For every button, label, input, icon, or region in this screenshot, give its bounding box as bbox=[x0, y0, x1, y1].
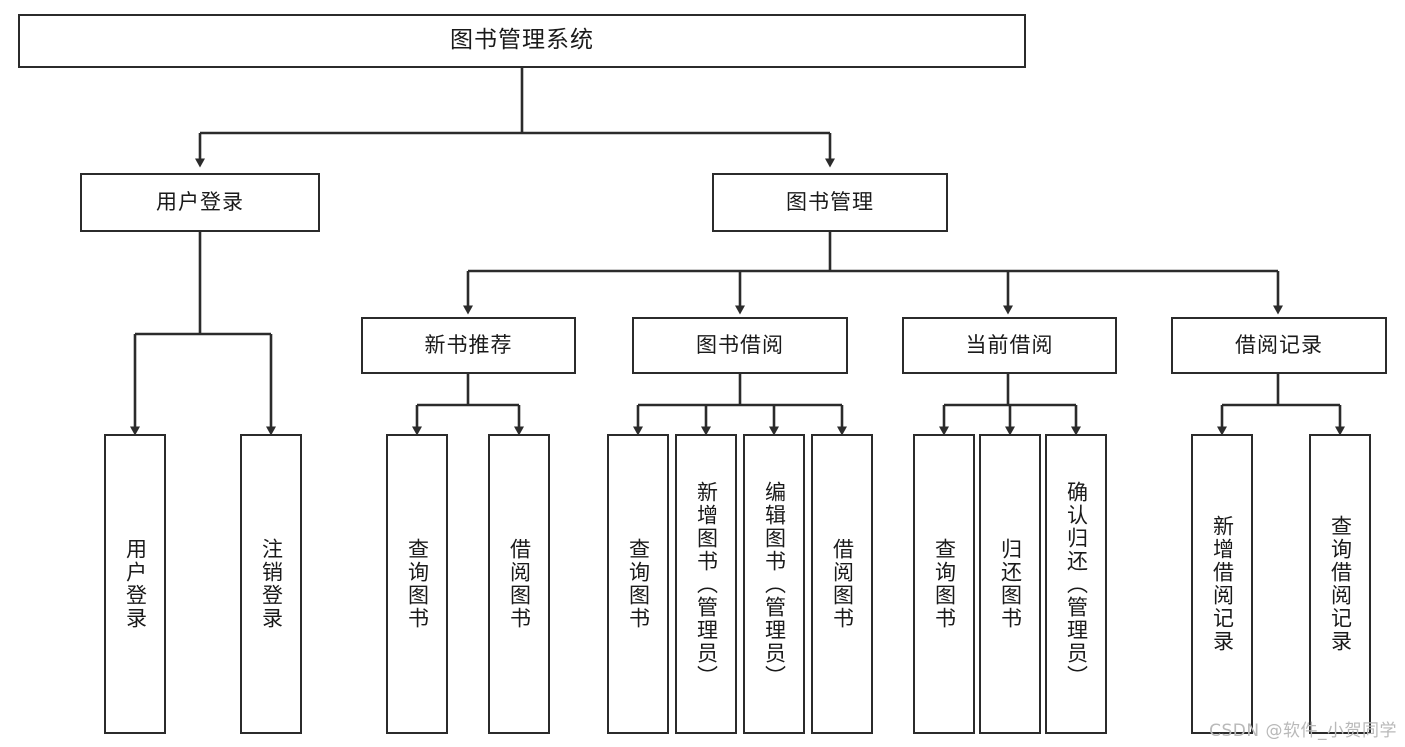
node-leaf-return-book-label: 归还图书 bbox=[998, 538, 1023, 630]
node-leaf-query-book-1-label: 查询图书 bbox=[405, 538, 430, 630]
node-leaf-query-book-1[interactable]: 查询图书 bbox=[386, 434, 448, 734]
node-leaf-borrow-book-1-label: 借阅图书 bbox=[507, 538, 532, 630]
node-leaf-borrow-book-1[interactable]: 借阅图书 bbox=[488, 434, 550, 734]
node-root-label: 图书管理系统 bbox=[450, 27, 594, 54]
node-leaf-user-login[interactable]: 用户登录 bbox=[104, 434, 166, 734]
node-book-manage[interactable]: 图书管理 bbox=[712, 173, 948, 232]
node-leaf-query-borrow-record[interactable]: 查询借阅记录 bbox=[1309, 434, 1371, 734]
node-book-borrow-label: 图书借阅 bbox=[696, 332, 784, 357]
node-current-borrow-label: 当前借阅 bbox=[965, 332, 1054, 357]
node-book-manage-label: 图书管理 bbox=[786, 189, 874, 214]
node-leaf-query-book-3[interactable]: 查询图书 bbox=[913, 434, 975, 734]
node-leaf-logout-login-label: 注销登录 bbox=[259, 538, 284, 630]
node-leaf-add-borrow-record[interactable]: 新增借阅记录 bbox=[1191, 434, 1253, 734]
node-leaf-add-book-label: 新增图书（管理员） bbox=[694, 480, 719, 688]
node-user-login[interactable]: 用户登录 bbox=[80, 173, 320, 232]
node-user-login-label: 用户登录 bbox=[156, 189, 244, 214]
node-current-borrow[interactable]: 当前借阅 bbox=[902, 317, 1117, 374]
node-leaf-add-book[interactable]: 新增图书（管理员） bbox=[675, 434, 737, 734]
node-leaf-logout-login[interactable]: 注销登录 bbox=[240, 434, 302, 734]
node-leaf-borrow-book-2-label: 借阅图书 bbox=[830, 538, 855, 630]
node-book-borrow[interactable]: 图书借阅 bbox=[632, 317, 848, 374]
node-root[interactable]: 图书管理系统 bbox=[18, 14, 1026, 68]
node-leaf-query-book-3-label: 查询图书 bbox=[932, 538, 957, 630]
node-leaf-edit-book-label: 编辑图书（管理员） bbox=[762, 480, 787, 688]
node-leaf-query-book-2[interactable]: 查询图书 bbox=[607, 434, 669, 734]
node-leaf-user-login-label: 用户登录 bbox=[123, 538, 148, 630]
node-borrow-record[interactable]: 借阅记录 bbox=[1171, 317, 1387, 374]
node-new-book-recommend[interactable]: 新书推荐 bbox=[361, 317, 576, 374]
node-leaf-add-borrow-record-label: 新增借阅记录 bbox=[1210, 515, 1235, 653]
node-leaf-query-book-2-label: 查询图书 bbox=[626, 538, 651, 630]
node-leaf-borrow-book-2[interactable]: 借阅图书 bbox=[811, 434, 873, 734]
node-borrow-record-label: 借阅记录 bbox=[1235, 332, 1323, 357]
node-new-book-recommend-label: 新书推荐 bbox=[424, 332, 513, 357]
node-leaf-return-book[interactable]: 归还图书 bbox=[979, 434, 1041, 734]
node-leaf-query-borrow-record-label: 查询借阅记录 bbox=[1328, 515, 1353, 653]
node-leaf-confirm-return[interactable]: 确认归还（管理员） bbox=[1045, 434, 1107, 734]
csdn-watermark: CSDN @软件_小贺同学 bbox=[1209, 721, 1397, 741]
node-leaf-confirm-return-label: 确认归还（管理员） bbox=[1064, 480, 1089, 688]
node-leaf-edit-book[interactable]: 编辑图书（管理员） bbox=[743, 434, 805, 734]
